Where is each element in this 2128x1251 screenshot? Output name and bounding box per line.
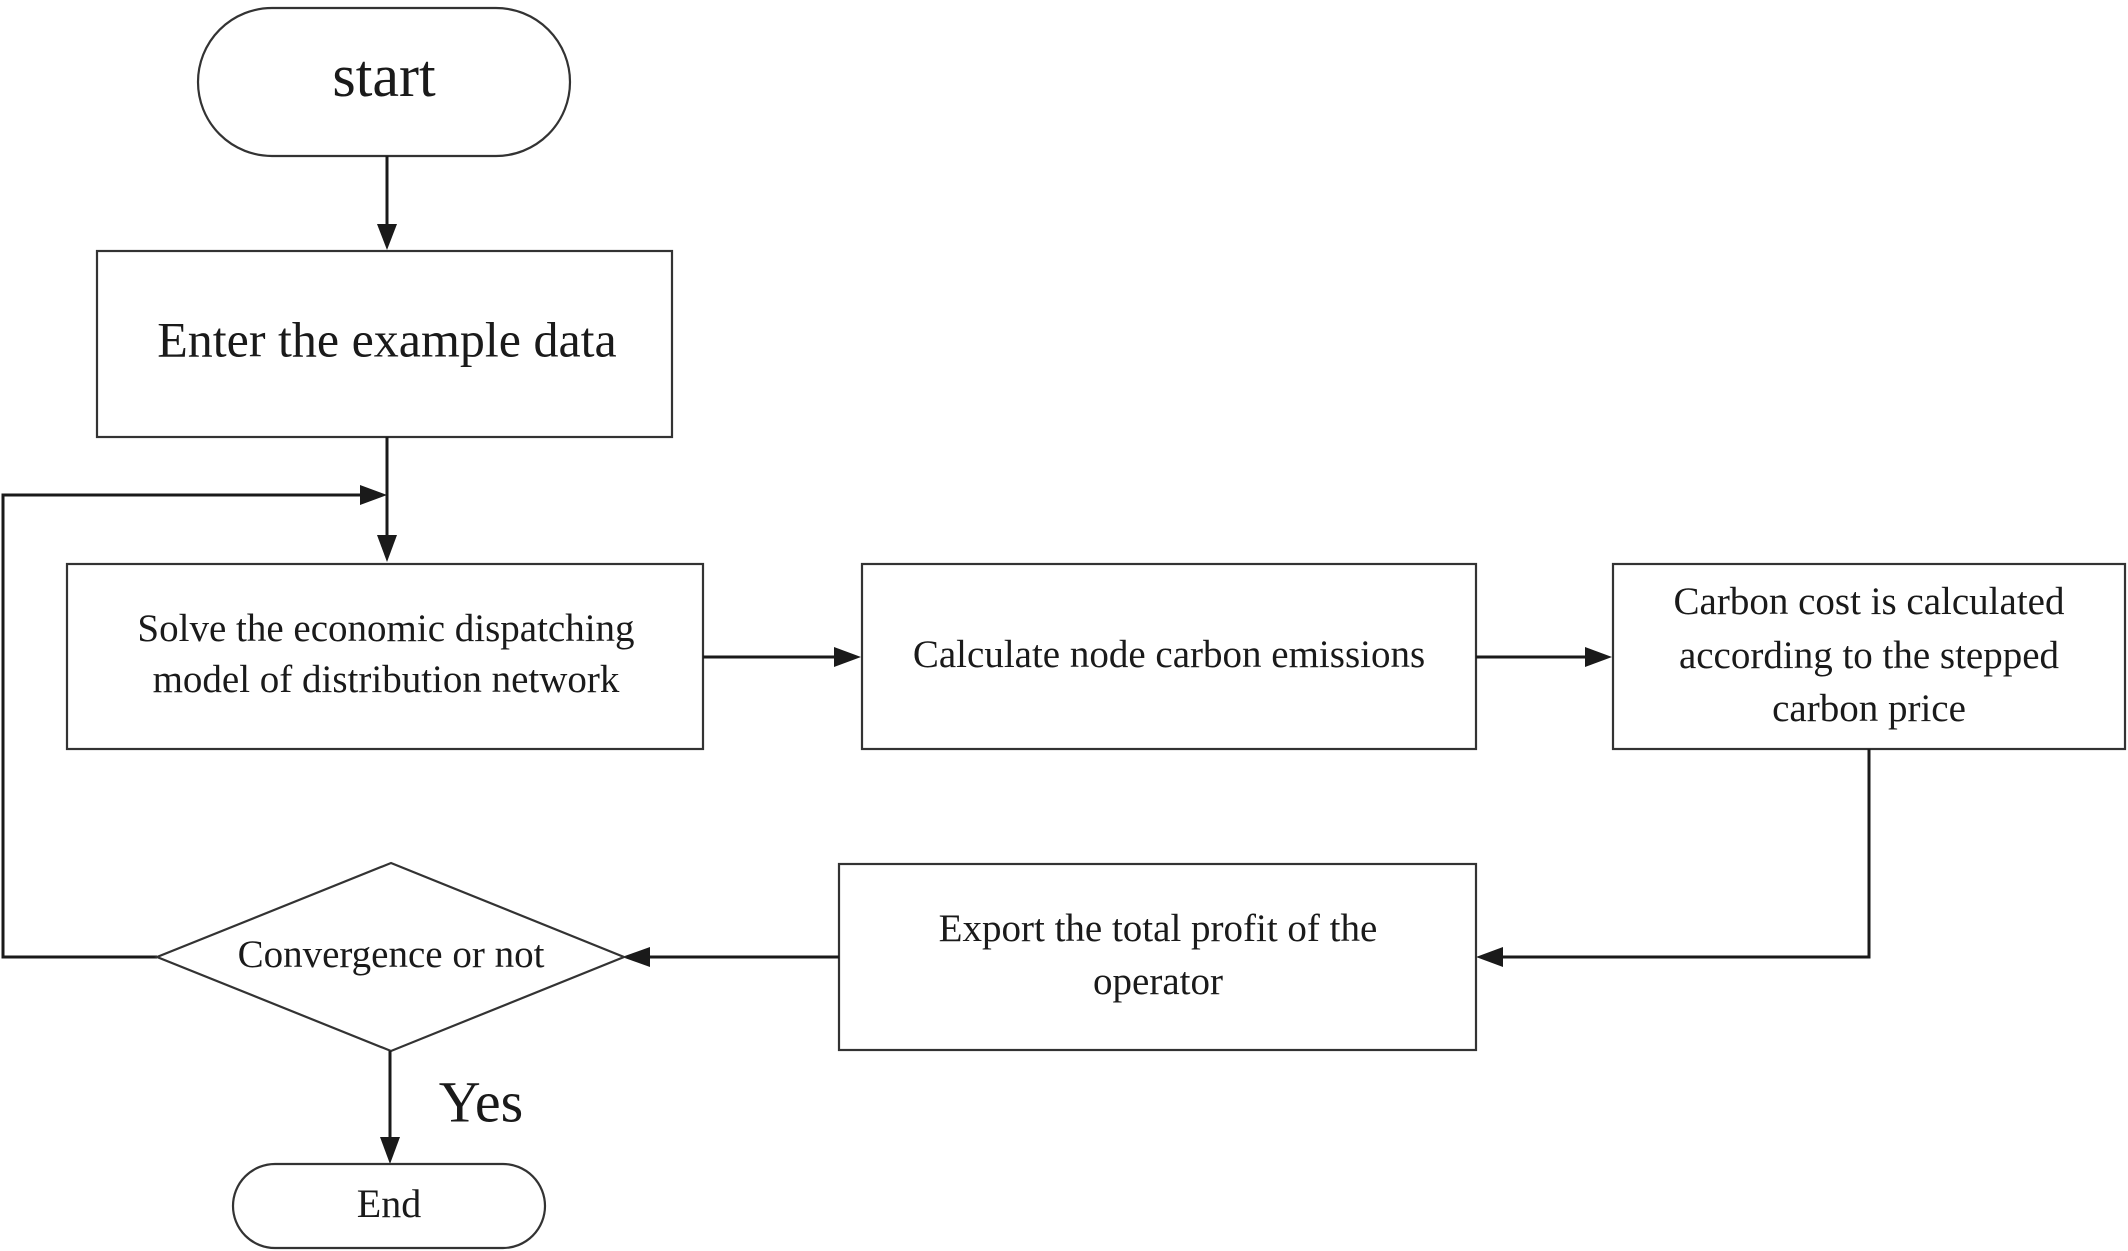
arrowhead (380, 1137, 400, 1164)
arrow-cost-to-export (1501, 749, 1871, 959)
calc-emissions-box (860, 562, 1478, 751)
convergence-label: Convergence or not (238, 933, 545, 976)
enter-data-label: Enter the example data (157, 311, 617, 367)
solve-model-label: Solve the economic dispatching (137, 607, 634, 650)
loop-back-line (1, 493, 362, 959)
solve-model-box (65, 562, 705, 751)
end-label: End (357, 1181, 421, 1226)
arrowhead (1585, 647, 1612, 667)
arrowhead (360, 485, 387, 505)
start-label: start (332, 43, 436, 109)
arrowhead (834, 647, 861, 667)
enter-data-box (95, 249, 674, 439)
arrowhead (622, 947, 650, 967)
carbon-cost-label: according to the stepped (1679, 634, 2060, 677)
carbon-cost-label: Carbon cost is calculated (1674, 580, 2065, 623)
export-profit-label: operator (1093, 960, 1223, 1003)
start-terminator (196, 6, 572, 158)
arrowhead (377, 224, 397, 250)
export-profit-label: Export the total profit of the (939, 907, 1378, 950)
arrowhead (1476, 947, 1503, 967)
carbon-cost-label: carbon price (1772, 687, 1966, 730)
carbon-cost-box (1611, 562, 2127, 751)
solve-model-label: model of distribution network (153, 658, 620, 701)
end-terminator (231, 1162, 547, 1250)
export-profit-box (837, 862, 1478, 1052)
calc-emissions-label: Calculate node carbon emissions (913, 633, 1425, 676)
arrowhead (377, 535, 397, 562)
yes-label: Yes (439, 1069, 523, 1134)
